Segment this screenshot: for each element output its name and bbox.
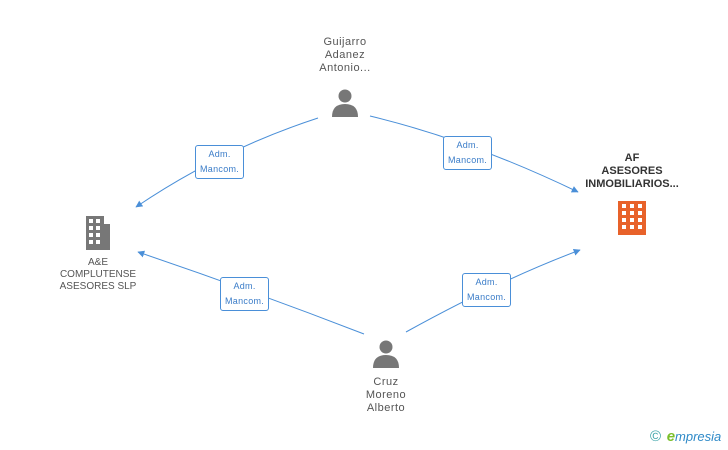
brand-name: mpresia [675,429,722,444]
company-node-ae[interactable]: A&E COMPLUTENSE ASESORES SLP [48,216,148,293]
person-node-cruz[interactable]: Cruz Moreno Alberto [341,338,431,415]
company-name-af: AF ASESORES INMOBILIARIOS... [574,152,690,191]
brand-e: e [666,428,676,445]
name-line: Alberto [366,402,406,414]
person-icon [332,89,358,117]
name-line: AF [624,152,640,164]
copyright-symbol: © [650,428,662,445]
name-line: Antonio... [319,62,371,74]
edge-label-guijarro-ae: Adm. Mancom. [195,145,245,179]
edge-label-line: Adm. [475,277,498,287]
name-line: ASESORES SLP [59,281,137,292]
person-node-guijarro[interactable]: Guijarro Adanez Antonio... [300,36,390,122]
edge-label-line: Adm. [456,140,479,150]
name-line: Cruz [373,376,399,388]
name-line: Moreno [365,389,407,401]
building-icon [618,201,646,235]
empresia-logo: © empresia [650,428,721,445]
person-icon [373,340,399,368]
name-line: COMPLUTENSE [59,269,137,280]
building-icon [86,216,110,250]
name-line: Guijarro [323,36,367,48]
edge-label-line: Mancom. [448,155,488,165]
name-line: Adanez [324,49,366,61]
name-line: A&E [87,257,108,268]
company-name-ae: A&E COMPLUTENSE ASESORES SLP [48,257,148,293]
person-name-guijarro: Guijarro Adanez Antonio... [300,36,390,75]
edge-label-guijarro-af: Adm. Mancom. [443,136,493,170]
edge-label-line: Mancom. [467,292,507,302]
edge-label-line: Adm. [233,281,256,291]
company-node-af[interactable]: AF ASESORES INMOBILIARIOS... [574,152,690,240]
edge-label-cruz-ae: Adm. Mancom. [220,277,270,311]
name-line: ASESORES [601,165,663,177]
edge-label-cruz-af: Adm. Mancom. [462,273,512,307]
edge-label-line: Mancom. [200,164,240,174]
person-name-cruz: Cruz Moreno Alberto [341,376,431,415]
name-line: INMOBILIARIOS... [585,178,679,190]
edge-label-line: Adm. [208,149,231,159]
edge-label-line: Mancom. [225,296,265,306]
